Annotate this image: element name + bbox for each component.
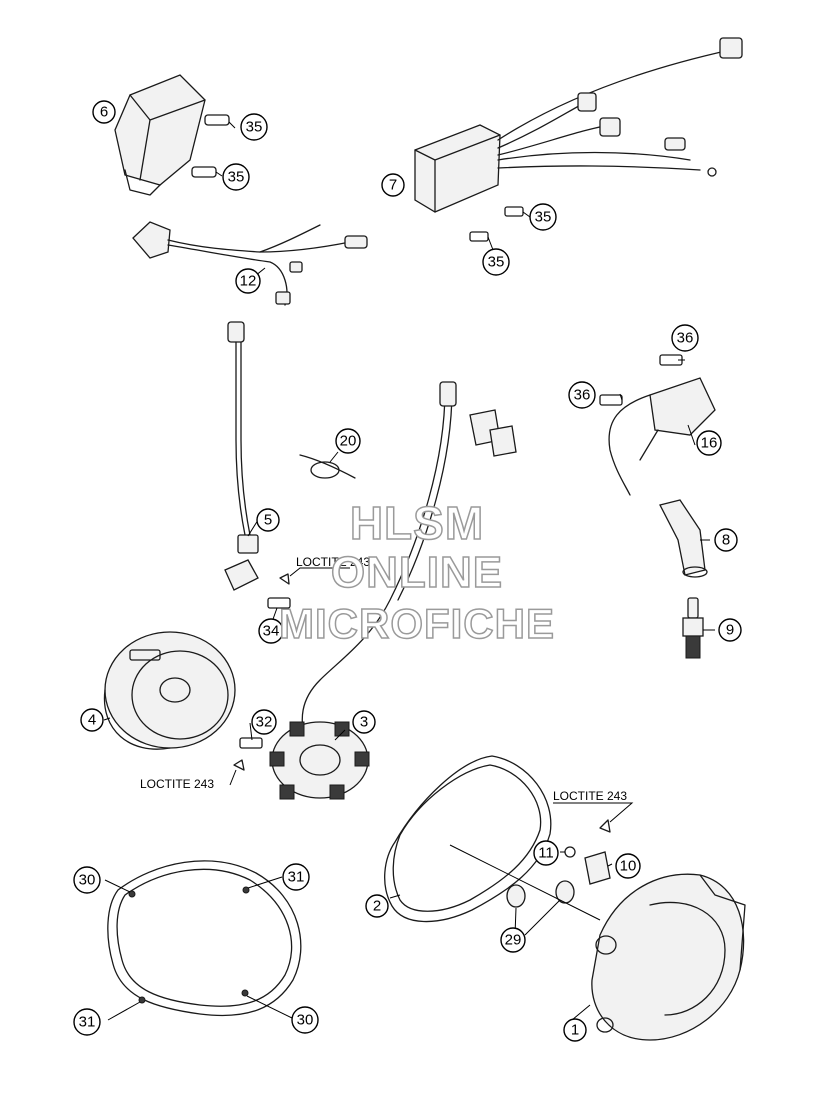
- part-2-cover-gasket: [384, 755, 552, 923]
- svg-text:12: 12: [240, 273, 257, 290]
- callout-6: 6: [92, 100, 116, 124]
- loctite-note-upper: LOCTITE 243: [296, 555, 370, 569]
- part-4-flywheel-rotor: [103, 631, 236, 750]
- callout-35b: 35: [222, 163, 250, 191]
- svg-text:5: 5: [264, 512, 272, 529]
- svg-text:4: 4: [88, 712, 96, 729]
- svg-text:16: 16: [701, 435, 718, 452]
- callout-30a: 30: [73, 866, 101, 894]
- part-7-cdi-unit: [414, 37, 743, 213]
- svg-text:30: 30: [297, 1012, 314, 1029]
- svg-text:6: 6: [100, 104, 108, 121]
- leader-lines: [103, 121, 715, 1021]
- svg-text:7: 7: [389, 177, 397, 194]
- callout-29: 29: [500, 927, 526, 953]
- svg-text:35: 35: [535, 209, 552, 226]
- callout-35c: 35: [529, 203, 557, 231]
- part-10-11-small-parts: [564, 819, 611, 885]
- callout-8: 8: [714, 528, 738, 552]
- svg-text:31: 31: [288, 869, 305, 886]
- part-3-stator: [269, 381, 517, 800]
- callout-7: 7: [381, 173, 405, 197]
- part-9-spark-plug: [682, 597, 704, 659]
- callout-31a: 31: [282, 863, 310, 891]
- part-1-ignition-cover: [591, 873, 746, 1041]
- part-20-cable-tie: [299, 454, 356, 479]
- callout-1: 1: [563, 1018, 587, 1042]
- callout-30b: 30: [291, 1006, 319, 1034]
- part-6-ignition-module: [114, 74, 230, 196]
- callout-20: 20: [335, 428, 361, 454]
- part-12-wiring-harness: [132, 221, 368, 306]
- part-5-sensor-cable: [224, 321, 259, 591]
- svg-text:35: 35: [488, 254, 505, 271]
- callout-11: 11: [533, 840, 559, 866]
- callout-35a: 35: [240, 113, 268, 141]
- loctite-note-left: LOCTITE 243: [140, 777, 214, 791]
- svg-text:29: 29: [505, 932, 522, 949]
- svg-text:11: 11: [538, 845, 554, 862]
- callout-12: 12: [235, 268, 261, 294]
- callout-9: 9: [718, 618, 742, 642]
- svg-text:36: 36: [574, 387, 591, 404]
- loctite-note-right: LOCTITE 243: [553, 789, 627, 803]
- svg-text:1: 1: [571, 1022, 579, 1039]
- bolts-32-34: [233, 573, 291, 771]
- bolts-35: [469, 206, 524, 242]
- callout-36b: 36: [568, 381, 596, 409]
- part-16-ignition-coil: [599, 354, 716, 496]
- callout-34: 34: [258, 618, 284, 644]
- callout-36a: 36: [671, 324, 699, 352]
- svg-text:20: 20: [340, 433, 357, 450]
- callout-10: 10: [615, 853, 641, 879]
- callout-16: 16: [696, 430, 722, 456]
- svg-text:3: 3: [360, 714, 368, 731]
- svg-text:8: 8: [722, 532, 730, 549]
- part-8-plug-connector: [659, 499, 708, 578]
- svg-text:2: 2: [373, 898, 381, 915]
- svg-text:34: 34: [263, 623, 280, 640]
- svg-text:35: 35: [246, 119, 263, 136]
- part-29-dowels: [449, 844, 601, 921]
- callout-2: 2: [365, 894, 389, 918]
- svg-text:35: 35: [228, 169, 245, 186]
- svg-text:10: 10: [620, 858, 637, 875]
- svg-text:36: 36: [677, 330, 694, 347]
- callout-35d: 35: [482, 248, 510, 276]
- callout-32: 32: [251, 709, 277, 735]
- svg-text:30: 30: [79, 872, 96, 889]
- svg-text:31: 31: [79, 1014, 96, 1031]
- callout-5: 5: [256, 508, 280, 532]
- part-30-31-generator-gasket: [107, 860, 302, 1017]
- svg-text:9: 9: [726, 622, 734, 639]
- callout-4: 4: [80, 708, 104, 732]
- callout-3: 3: [352, 710, 376, 734]
- svg-text:32: 32: [256, 714, 273, 731]
- callout-31b: 31: [73, 1008, 101, 1036]
